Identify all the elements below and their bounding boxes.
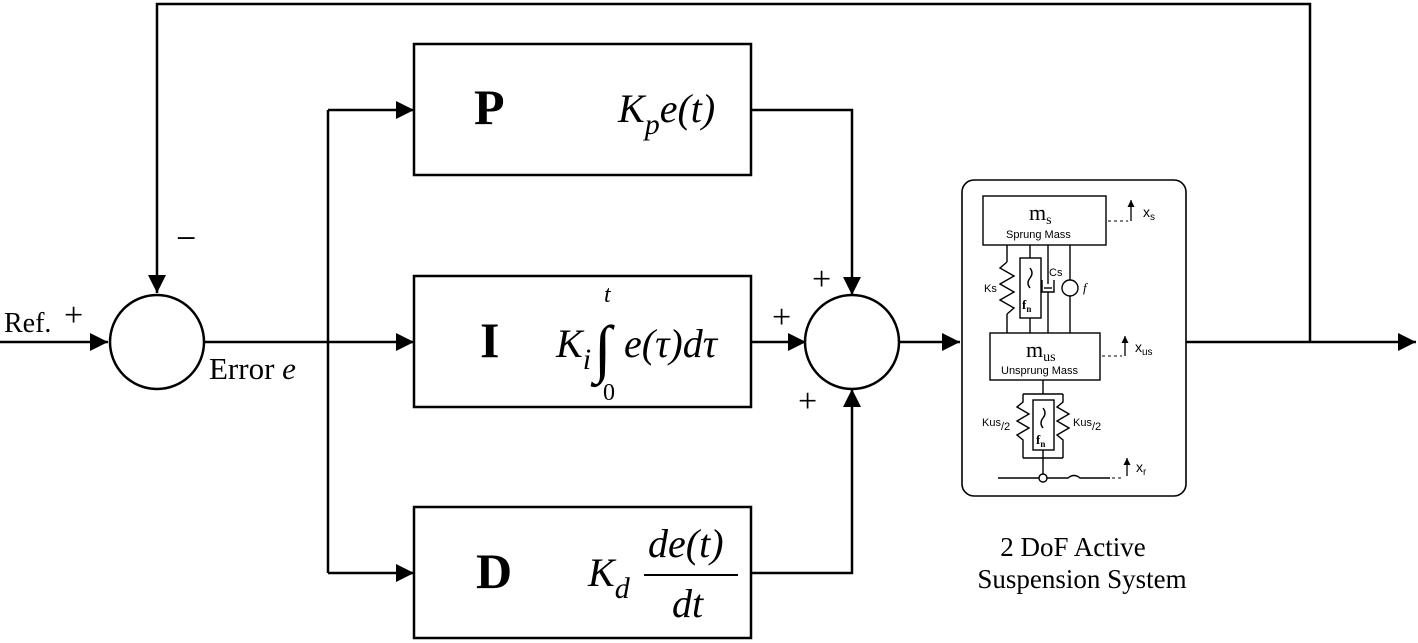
derivative-block: D Kd de(t) dt	[412, 505, 753, 640]
sprung-mass-label: Sprung Mass	[1006, 229, 1071, 241]
error-label: Error e	[209, 351, 296, 386]
integral-upper-limit: t	[604, 282, 612, 308]
ref-label: Ref.	[4, 308, 51, 339]
kus-right-spring	[1055, 394, 1071, 458]
force-actuator	[1061, 279, 1079, 297]
xs-label: xs	[1143, 204, 1155, 223]
p-output-wire	[751, 108, 861, 295]
suspension-plant: ms Sprung Mass xs Ks fn Cs f mus Unsprun…	[961, 179, 1187, 497]
sum-bottom-plus-sign: +	[798, 383, 817, 420]
feedback-minus-sign: −	[176, 218, 196, 258]
fn-top-label: fn	[1022, 297, 1031, 314]
ks-spring	[998, 261, 1016, 315]
sprung-mass-box	[982, 195, 1107, 246]
road-contact	[1038, 473, 1048, 483]
d-fraction-numerator: de(t)	[648, 521, 724, 566]
d-block-letter: D	[476, 543, 512, 599]
kus-left-spring	[1015, 394, 1031, 458]
feedback-wire	[148, 2, 1312, 342]
sum-left-plus-sign: +	[772, 299, 791, 336]
xr-label: xr	[1136, 459, 1147, 478]
kus-left-label: Kus/2	[982, 417, 1010, 433]
error-summing-junction	[108, 293, 206, 391]
sum-top-plus-sign: +	[812, 261, 831, 298]
pid-summing-junction	[803, 293, 901, 391]
xus-label: xus	[1135, 339, 1153, 358]
d-output-wire	[751, 389, 861, 575]
unsprung-mass-label: Unsprung Mass	[1001, 365, 1079, 377]
sprung-mass-symbol: ms	[1029, 200, 1052, 228]
integral-sign: ∫	[590, 313, 615, 388]
p-block-letter: P	[474, 79, 505, 135]
plant-caption-line1: 2 DoF Active	[1000, 532, 1146, 562]
force-label: f	[1083, 280, 1089, 295]
proportional-block: P Kpe(t)	[412, 42, 753, 177]
cs-label: Cs	[1049, 267, 1063, 279]
plant-caption-line2: Suspension System	[977, 564, 1186, 594]
p-gain-term: Kpe(t)	[617, 86, 715, 141]
fn-bottom-label: fn	[1036, 432, 1045, 449]
road-profile	[998, 474, 1110, 479]
i-gain: Ki	[555, 321, 591, 376]
unsprung-mass-symbol: mus	[1026, 337, 1056, 365]
ref-plus-sign: +	[64, 297, 83, 334]
integral-block: I Ki ∫ t 0 e(τ)dτ	[412, 274, 753, 409]
integral-lower-limit: 0	[603, 380, 615, 406]
i-block-letter: I	[480, 312, 499, 368]
kus-right-label: Kus/2	[1073, 417, 1101, 433]
signal-wires	[0, 2, 1416, 582]
ks-label: Ks	[984, 283, 997, 295]
d-fraction-denominator: dt	[672, 581, 704, 626]
unsprung-mass-box	[989, 332, 1101, 381]
d-gain: Kd	[587, 550, 631, 605]
i-integrand: e(τ)dτ	[624, 321, 719, 366]
